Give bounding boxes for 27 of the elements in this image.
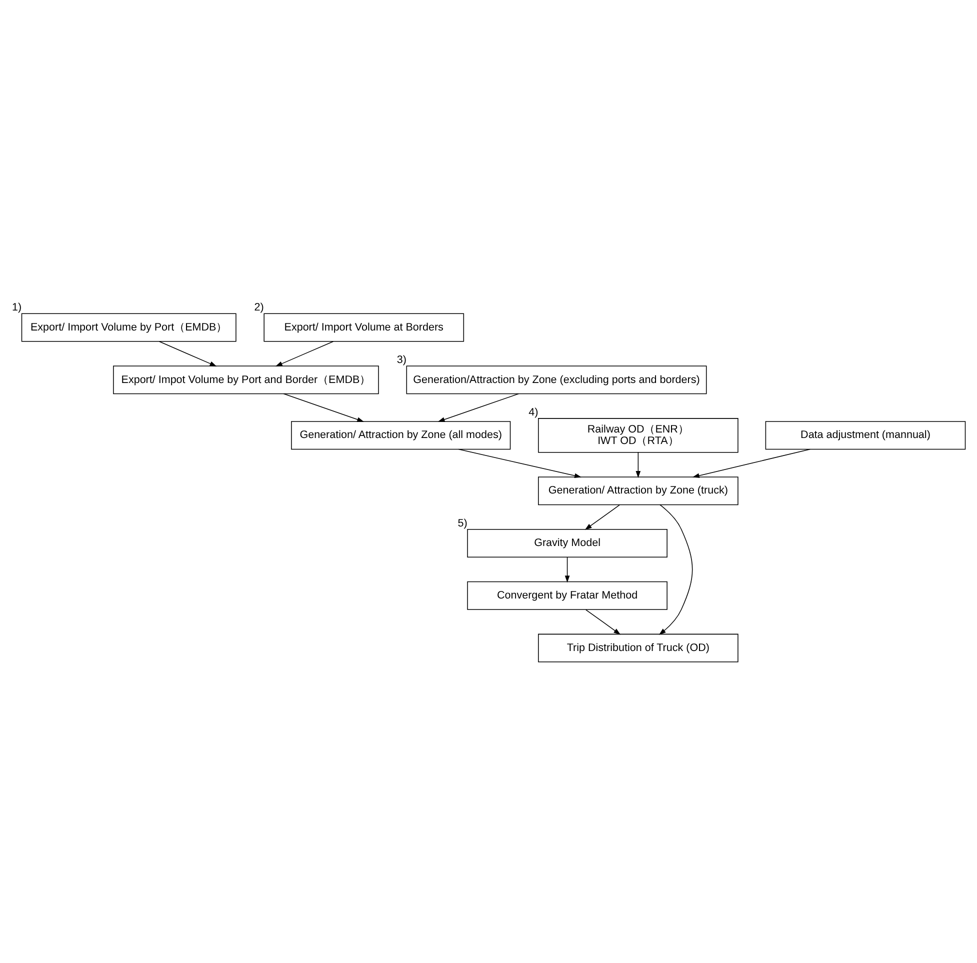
arrow: [158, 340, 217, 366]
arrow: [458, 448, 582, 478]
node-box: Gravity Model: [467, 528, 668, 557]
arrow: [658, 504, 693, 634]
arrow: [283, 392, 364, 422]
node-label: 2): [254, 301, 264, 314]
node-box: Railway OD（ENR） IWT OD（RTA）: [538, 418, 738, 452]
node-box: Data adjustment (mannual): [765, 420, 966, 450]
node-box: Export/ Import Volume at Borders: [264, 312, 464, 342]
node-box: Trip Distribution of Truck (OD): [538, 633, 738, 662]
node-box: Convergent by Fratar Method: [467, 580, 668, 610]
arrow: [438, 392, 519, 422]
arrow: [564, 556, 570, 582]
node-box: Export/ Impot Volume by Port and Border（EMDB）: [113, 365, 379, 394]
node-label: 4): [528, 406, 538, 418]
node-label: 1): [12, 301, 22, 314]
node-box: Export/ Import Volume by Port（EMDB）: [21, 312, 236, 342]
arrow: [636, 451, 641, 478]
arrow: [586, 608, 621, 634]
arrow: [584, 504, 620, 530]
node-box: Generation/Attraction by Zone (excluding ports and borders): [406, 365, 707, 394]
node-label: 3): [396, 354, 406, 366]
node-box: Generation/ Attraction by Zone (truck): [538, 476, 738, 505]
node-label: 5): [458, 516, 468, 529]
arrow: [275, 340, 334, 366]
arrow: [692, 448, 811, 478]
node-box: Generation/ Attraction by Zone (all modes): [291, 420, 511, 450]
